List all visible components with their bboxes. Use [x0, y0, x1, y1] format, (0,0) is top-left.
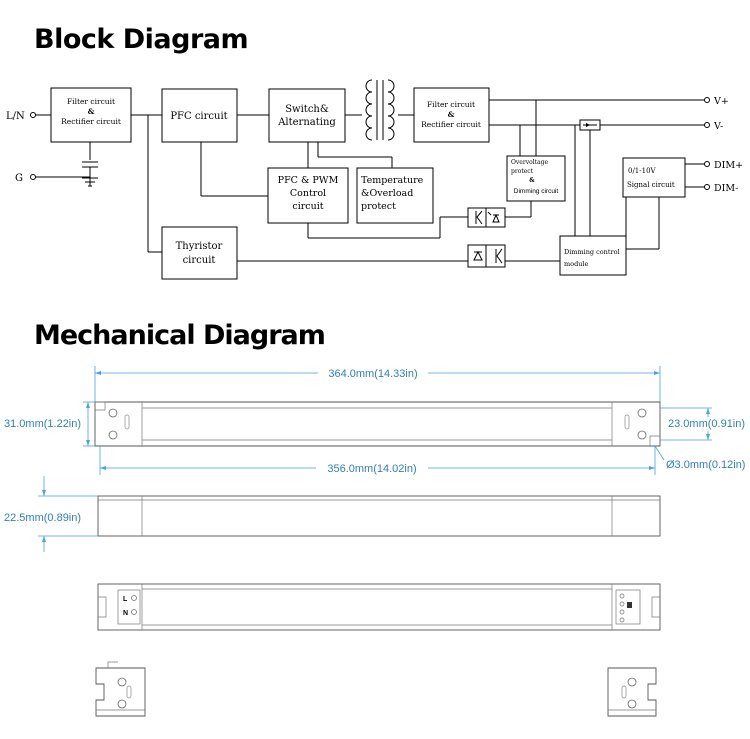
svg-text:Overvoltage: Overvoltage	[511, 159, 548, 166]
svg-text:Dimming control: Dimming control	[564, 248, 620, 256]
svg-text:&Overload: &Overload	[361, 188, 413, 199]
terminal-l-label: L	[123, 596, 128, 603]
svg-text:protect: protect	[361, 201, 396, 212]
mosfet-icon	[579, 119, 601, 133]
svg-text:&: &	[448, 110, 455, 119]
svg-text:Switch&: Switch&	[285, 104, 329, 115]
top-view: 364.0mm(14.33in) 31.0mm(1.22in)	[4, 366, 747, 475]
terminal-n-label: N	[123, 610, 128, 617]
svg-text:circuit: circuit	[183, 255, 216, 266]
svg-text:Thyristor: Thyristor	[176, 241, 223, 252]
right-height-label: 23.0mm(0.91in)	[668, 418, 745, 430]
mechanical-diagram-title: Mechanical Diagram	[34, 320, 326, 351]
svg-text:protect: protect	[511, 168, 534, 175]
svg-text:Signal circuit: Signal circuit	[627, 181, 675, 189]
output-terminals: V+ V- DIM+ DIM-	[704, 96, 743, 194]
hole-diameter-label: Ø3.0mm(0.12in)	[666, 459, 745, 471]
side-view: 22.5mm(0.89in)	[4, 476, 661, 552]
svg-text:Control: Control	[290, 188, 326, 199]
pfc-circuit-box: PFC circuit	[161, 88, 238, 143]
svg-text:0/1-10V: 0/1-10V	[628, 167, 657, 175]
svg-text:V-: V-	[713, 121, 723, 132]
svg-text:V+: V+	[713, 96, 729, 107]
pfc-pwm-control-box: PFC & PWM Control circuit	[267, 167, 349, 224]
input-filter-box: Filter circuit & Rectifier circuit	[50, 87, 132, 143]
svg-text:Filter circuit: Filter circuit	[427, 100, 475, 109]
svg-text:PFC & PWM: PFC & PWM	[278, 175, 339, 186]
svg-text:DIM-: DIM-	[714, 183, 738, 194]
hole-spacing-label: 356.0mm(14.02in)	[327, 463, 416, 475]
block-diagram-title: Block Diagram	[34, 24, 249, 55]
svg-text:Dimming circuit: Dimming circuit	[514, 188, 559, 195]
optocoupler-lower-icon	[467, 244, 506, 268]
mechanical-diagram: 364.0mm(14.33in) 31.0mm(1.22in)	[4, 366, 747, 717]
switch-alternating-box: Switch& Alternating	[268, 88, 346, 143]
svg-text:module: module	[564, 260, 589, 268]
overvoltage-dimming-box: Overvoltage protect & Dimming circuit	[506, 155, 566, 202]
transformer-icon	[365, 79, 395, 141]
svg-text:DIM+: DIM+	[714, 160, 743, 171]
signal-circuit-box: 0/1-10V Signal circuit	[622, 157, 686, 198]
bottom-view: L N	[97, 583, 661, 631]
thyristor-circuit-box: Thyristor circuit	[161, 226, 238, 280]
svg-text:circuit: circuit	[292, 201, 323, 212]
dimming-control-module-box: Dimming control module	[559, 235, 627, 276]
svg-text:G: G	[15, 173, 23, 184]
svg-text:Alternating: Alternating	[277, 117, 336, 128]
svg-text:Filter circuit: Filter circuit	[67, 97, 115, 106]
svg-text:&: &	[88, 107, 95, 116]
temperature-overload-box: Temperature &Overload protect	[356, 167, 434, 224]
block-diagram: Filter circuit & Rectifier circuit PFC c…	[6, 79, 743, 280]
input-terminals: L/N G	[6, 111, 36, 184]
svg-text:PFC circuit: PFC circuit	[170, 111, 227, 122]
svg-text:&: &	[529, 177, 535, 184]
thickness-label: 22.5mm(0.89in)	[4, 512, 81, 524]
left-height-label: 31.0mm(1.22in)	[4, 418, 81, 430]
ground-capacitor-icon	[82, 161, 98, 187]
optocoupler-upper-icon	[467, 207, 506, 228]
svg-text:Rectifier circuit: Rectifier circuit	[61, 117, 121, 126]
left-bracket	[95, 661, 146, 717]
svg-text:L/N: L/N	[6, 111, 25, 122]
svg-text:Temperature: Temperature	[361, 175, 424, 186]
svg-text:Rectifier circuit: Rectifier circuit	[421, 120, 481, 129]
overall-length-label: 364.0mm(14.33in)	[328, 368, 417, 380]
right-bracket	[607, 667, 657, 717]
output-filter-box: Filter circuit & Rectifier circuit	[413, 87, 490, 143]
